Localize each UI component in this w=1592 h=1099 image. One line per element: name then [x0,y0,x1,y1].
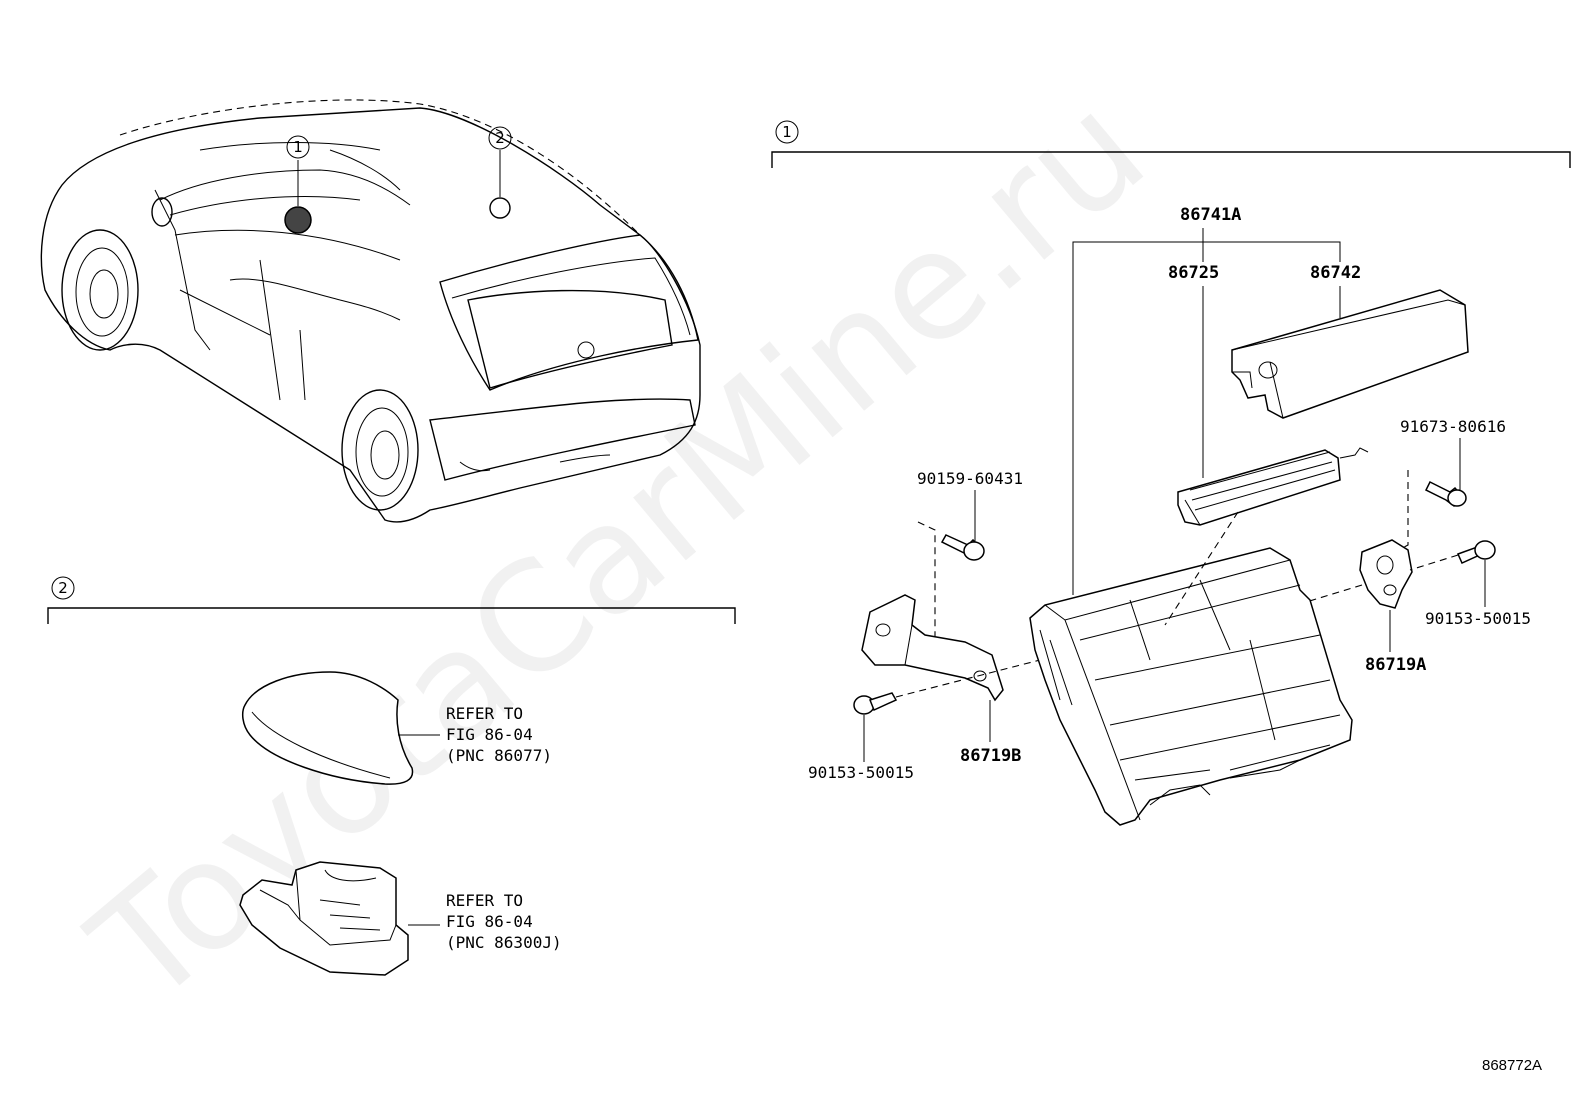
label-91673-80616: 91673-80616 [1400,417,1506,436]
shark-fin-antenna [241,671,414,785]
watermark-text: ToyotaCarMine.ru [61,62,1177,1038]
screw-90153-right [1456,540,1496,564]
label-90153-50015-left: 90153-50015 [808,763,914,782]
dashline-90153-left [895,659,1041,698]
part-86741A-receiver [1029,547,1353,826]
dashline-90159 [917,521,936,660]
svg-text:2: 2 [495,129,505,147]
dashline-90153-right [1279,554,1459,611]
label-90153-50015-right: 90153-50015 [1425,609,1531,628]
svg-text:2: 2 [58,579,68,597]
callout-2-vehicle: 2 [488,126,512,150]
antenna-amplifier [239,861,409,976]
svg-text:(PNC 86300J): (PNC 86300J) [446,933,562,952]
svg-text:FIG 86-04: FIG 86-04 [446,725,533,744]
label-86742: 86742 [1310,263,1361,283]
callout-1-vehicle: 1 [286,135,310,159]
part-86742-cover [1231,289,1469,419]
section-2-header: 2 [47,576,736,624]
svg-text:FIG 86-04: FIG 86-04 [446,912,533,931]
svg-text:(PNC 86077): (PNC 86077) [446,746,552,765]
svg-text:1: 1 [782,123,792,141]
label-86719B: 86719B [960,746,1021,766]
part-86719B-bracket [861,594,1004,702]
amplifier-reference: REFER TO FIG 86-04 (PNC 86300J) [446,891,562,952]
part-86725-module [1177,447,1369,526]
label-86719A: 86719A [1365,655,1426,675]
leader-86741A [1072,241,1341,595]
label-86725: 86725 [1168,263,1219,283]
part-86719A-bracket [1359,539,1413,609]
svg-text:REFER TO: REFER TO [446,891,523,910]
dashline-module-to-unit [1164,511,1239,626]
label-90159-60431: 90159-60431 [917,469,1023,488]
section-1-header: 1 [771,120,1571,168]
antenna-reference: REFER TO FIG 86-04 (PNC 86077) [446,704,552,765]
label-86741A: 86741A [1180,205,1241,225]
vehicle-illustration [40,99,701,523]
screw-91673 [1424,480,1467,508]
figure-id: 868772A [1482,1057,1542,1074]
svg-text:1: 1 [293,138,303,156]
svg-text:REFER TO: REFER TO [446,704,523,723]
screw-90153-left [853,692,898,715]
screw-90159 [940,534,985,561]
